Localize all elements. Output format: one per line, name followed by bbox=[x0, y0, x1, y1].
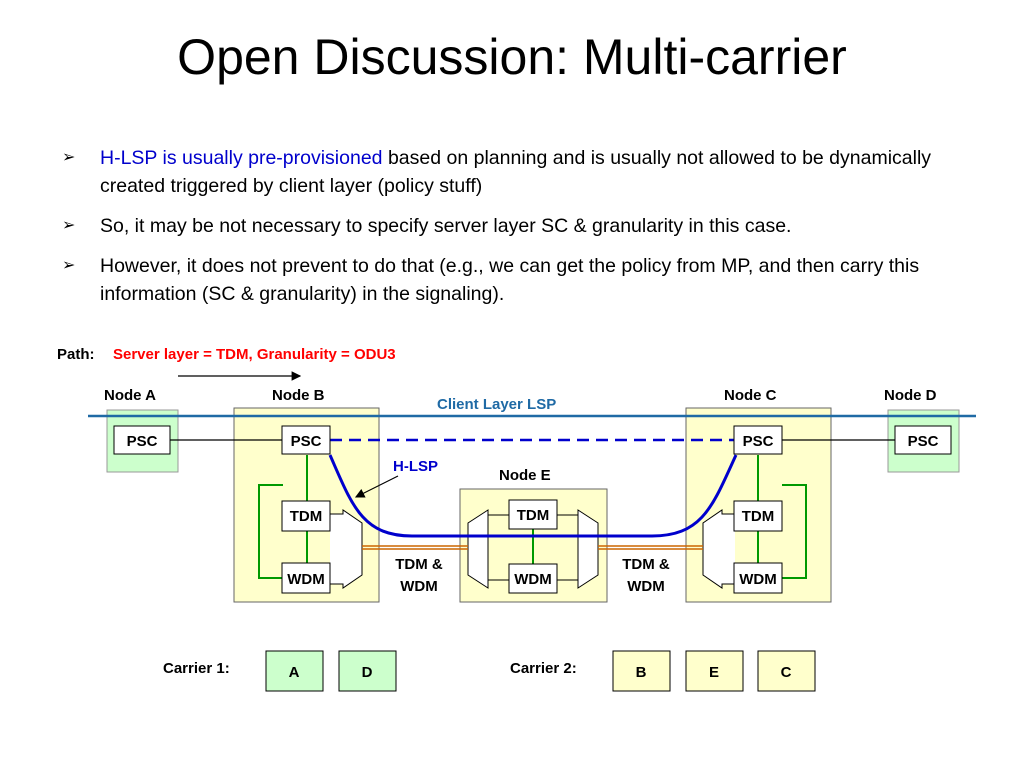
mux-shape bbox=[330, 509, 363, 589]
tdm-box-b bbox=[281, 500, 331, 532]
path-label: Path: bbox=[57, 346, 95, 363]
wdm-box-c bbox=[733, 562, 783, 594]
psc-label: PSC bbox=[291, 433, 322, 450]
carrier-1-member bbox=[338, 650, 397, 692]
carrier-1-member bbox=[265, 650, 324, 692]
bullet-item: ➢ H-LSP is usually pre-provisioned based… bbox=[62, 144, 982, 200]
node-c-label: Node C bbox=[724, 387, 777, 404]
carrier-2-member bbox=[757, 650, 816, 692]
wdm-box-e bbox=[508, 563, 558, 594]
carrier-2-member bbox=[612, 650, 671, 692]
bullet-highlight: H-LSP is usually pre-provisioned bbox=[100, 147, 383, 169]
node-d-label: Node D bbox=[884, 387, 937, 404]
bullet-text: based on planning and is usually not all… bbox=[100, 147, 932, 197]
mux-shape bbox=[577, 509, 599, 589]
mux-shape bbox=[467, 509, 489, 589]
bullet-text: So, it may be not necessary to specify s… bbox=[100, 215, 792, 237]
tdm-label: TDM bbox=[290, 508, 323, 525]
psc-box-d bbox=[894, 425, 952, 455]
carrier-2-member-label: C bbox=[781, 664, 792, 681]
node-e-label: Node E bbox=[499, 467, 551, 484]
bullet-item: ➢ So, it may be not necessary to specify… bbox=[62, 212, 982, 240]
psc-label: PSC bbox=[743, 433, 774, 450]
carrier-2-label: Carrier 2: bbox=[510, 660, 577, 677]
psc-box-b bbox=[281, 425, 331, 455]
tdm-box-e bbox=[508, 499, 558, 530]
h-lsp-pointer-arrow bbox=[354, 475, 399, 498]
path-detail: Server layer = TDM, Granularity = ODU3 bbox=[113, 346, 396, 363]
tdm-box-c bbox=[733, 500, 783, 532]
tdm-label: TDM bbox=[517, 507, 550, 524]
arrow-bullet-icon: ➢ bbox=[62, 217, 76, 234]
link-label-ec: TDM & bbox=[622, 556, 670, 573]
arrow-bullet-icon: ➢ bbox=[62, 149, 76, 166]
bullet-list: ➢ H-LSP is usually pre-provisioned based… bbox=[62, 144, 982, 320]
psc-label: PSC bbox=[908, 433, 939, 450]
bullet-text: However, it does not prevent to do that … bbox=[100, 255, 920, 305]
green-wire-b bbox=[258, 484, 283, 579]
node-b-label: Node B bbox=[272, 387, 325, 404]
client-lsp-label: Client Layer LSP bbox=[437, 396, 556, 413]
wdm-label: WDM bbox=[514, 571, 552, 588]
carrier-1-member-label: D bbox=[362, 664, 373, 681]
bullet-item: ➢ However, it does not prevent to do tha… bbox=[62, 252, 982, 308]
green-wire-c bbox=[782, 484, 807, 579]
link-label-ec: WDM bbox=[627, 578, 665, 595]
mux-shape bbox=[702, 509, 735, 589]
carrier-2-member bbox=[685, 650, 744, 692]
psc-box-c bbox=[733, 425, 783, 455]
wdm-label: WDM bbox=[287, 571, 325, 588]
carrier-1-label: Carrier 1: bbox=[163, 660, 230, 677]
arrow-bullet-icon: ➢ bbox=[62, 257, 76, 274]
wdm-box-b bbox=[281, 562, 331, 594]
h-lsp-label: H-LSP bbox=[393, 458, 438, 475]
psc-label: PSC bbox=[127, 433, 158, 450]
wdm-label: WDM bbox=[739, 571, 777, 588]
carrier-2-member-label: E bbox=[709, 664, 719, 681]
link-label-be: WDM bbox=[400, 578, 438, 595]
slide-title: Open Discussion: Multi-carrier bbox=[177, 29, 847, 85]
h-lsp-path bbox=[328, 454, 738, 538]
tdm-label: TDM bbox=[742, 508, 775, 525]
psc-box-a bbox=[113, 425, 171, 455]
carrier-2-member-label: B bbox=[636, 664, 647, 681]
node-a-label: Node A bbox=[104, 387, 156, 404]
link-label-be: TDM & bbox=[395, 556, 443, 573]
carrier-1-member-label: A bbox=[289, 664, 300, 681]
